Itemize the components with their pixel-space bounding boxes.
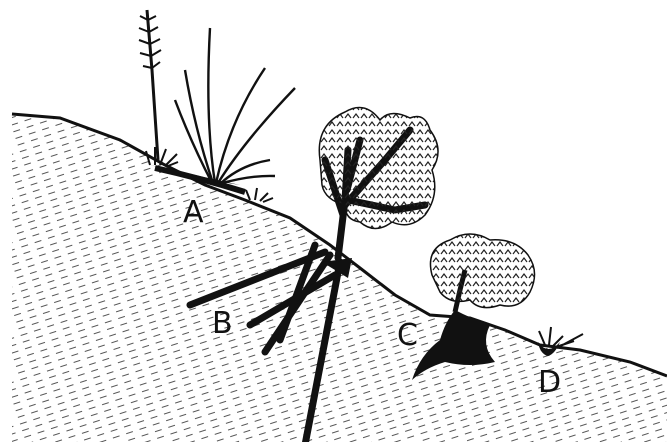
- label-b: B: [212, 306, 233, 341]
- label-a: A: [183, 195, 204, 230]
- tree-b-canopy: [319, 108, 438, 229]
- label-d: D: [538, 365, 561, 400]
- shrub-c-canopy: [430, 234, 534, 308]
- label-c: C: [397, 318, 418, 353]
